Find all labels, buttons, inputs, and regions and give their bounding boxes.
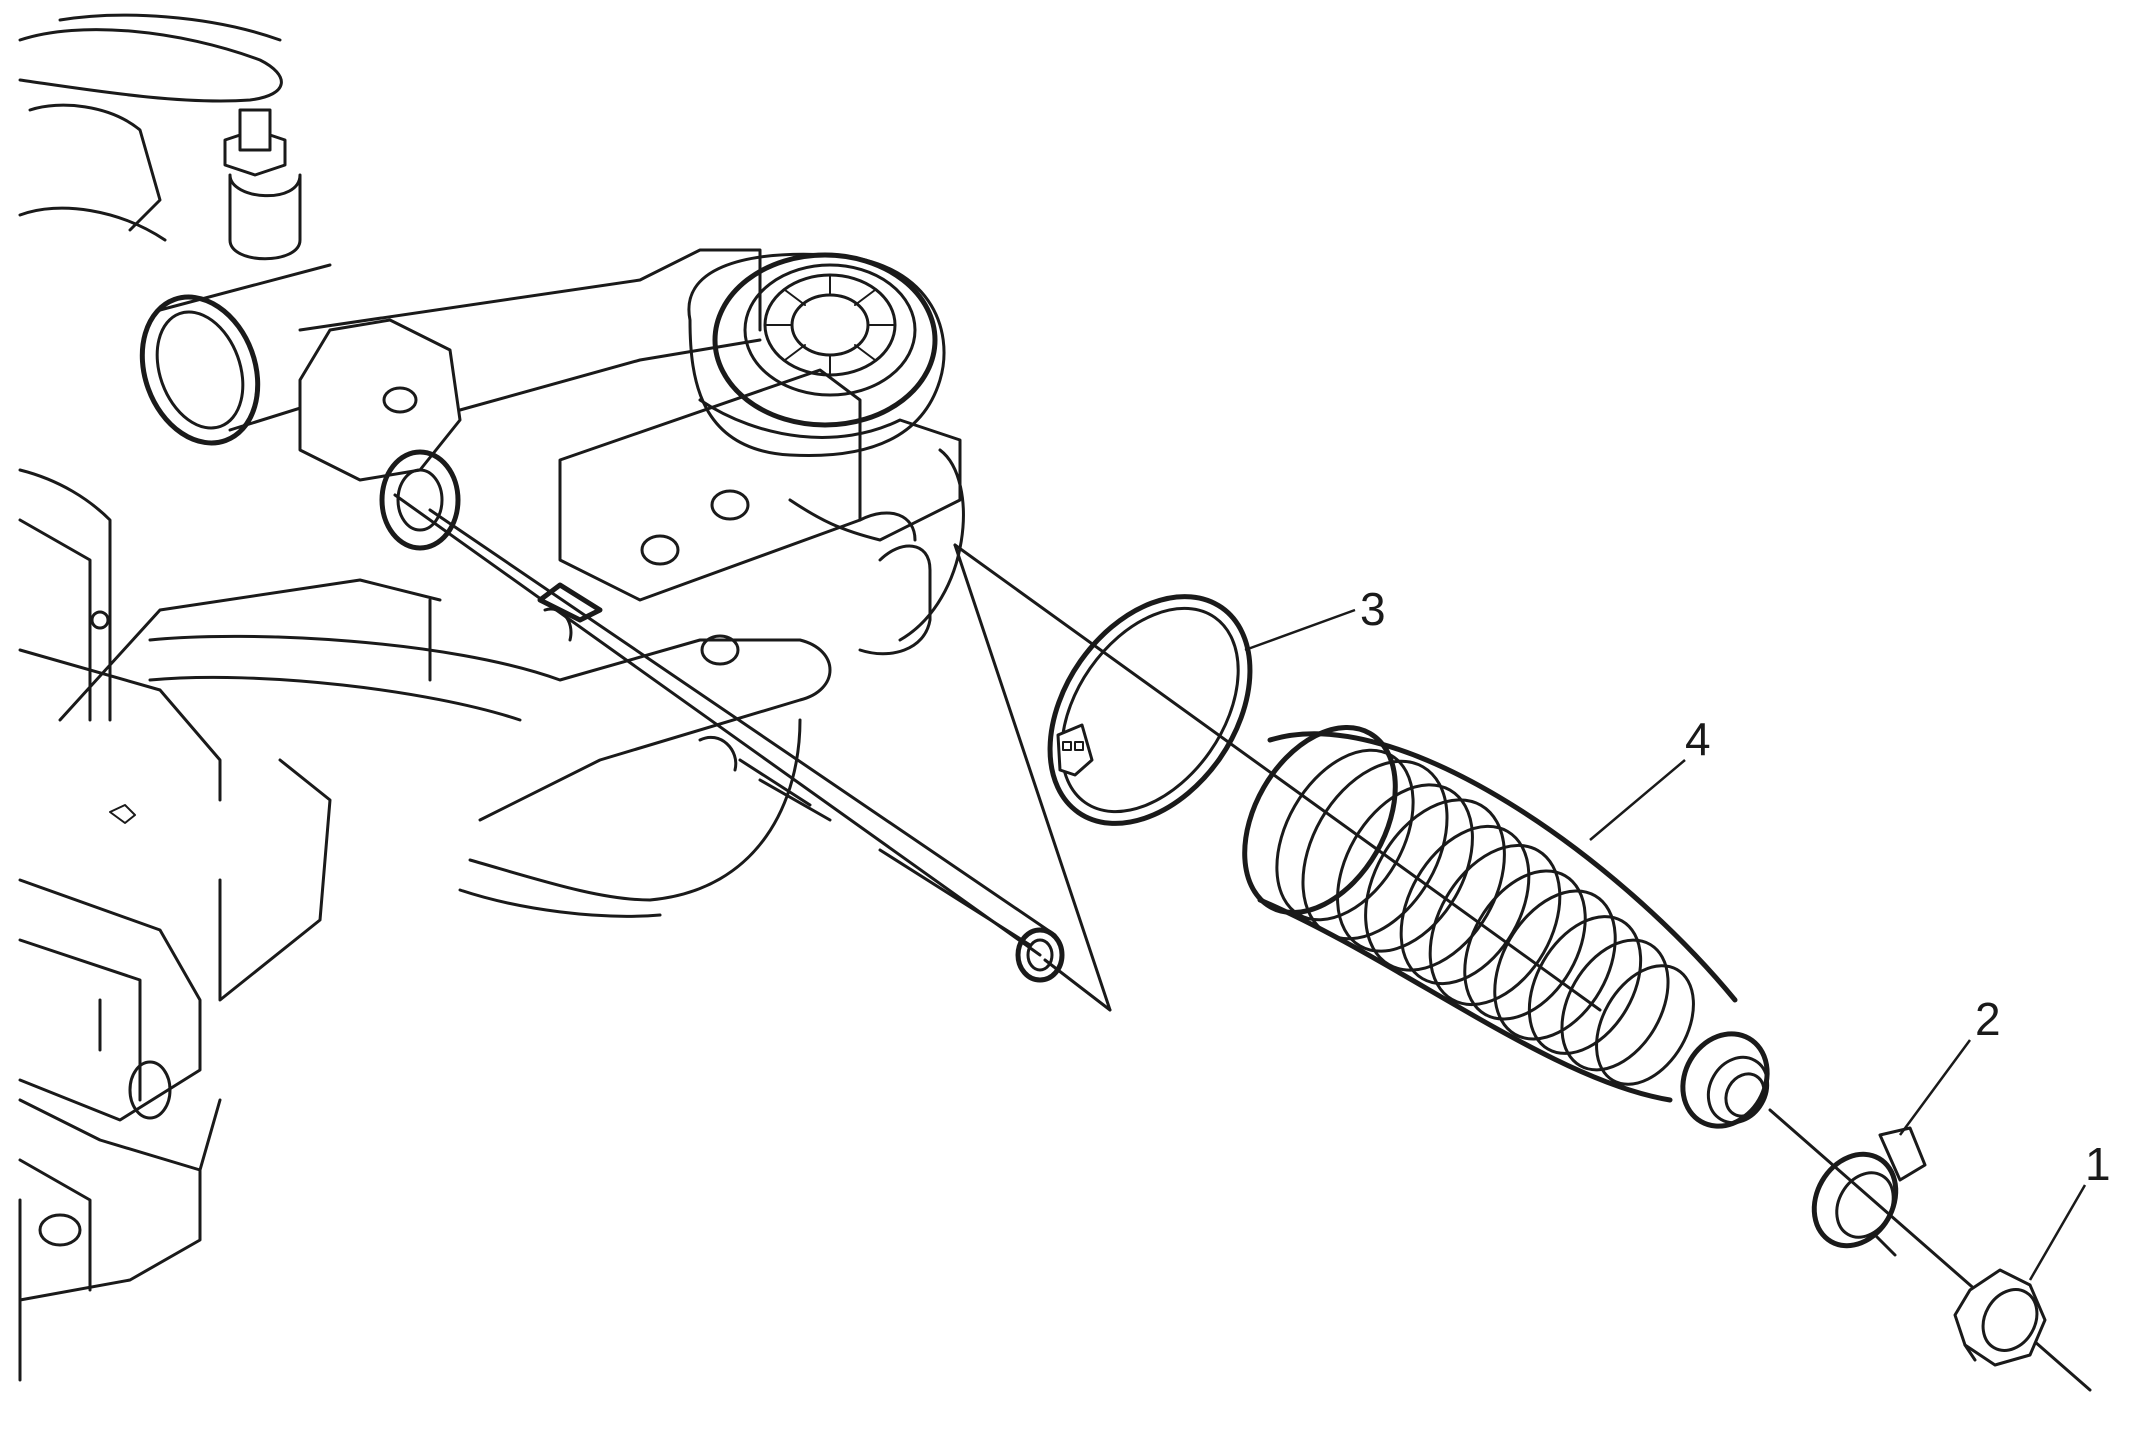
- steering-gear-housing: [18, 13, 965, 1382]
- detail-leader-wedge: [953, 543, 1602, 1012]
- outer-boot-clamp: [1047, 594, 1253, 826]
- inner-boot-clamp: [1811, 1126, 1927, 1257]
- callout-4: 4: [1685, 713, 1711, 765]
- callout-labels: 3 4 2 1: [1360, 583, 2111, 1190]
- jam-nut: [1953, 1268, 2047, 1367]
- leader-2: [1898, 1039, 1972, 1136]
- inner-tie-rod: [393, 493, 1065, 983]
- tie-rod-boot: [1242, 725, 1770, 1129]
- callout-1: 1: [2085, 1138, 2111, 1190]
- callout-leaders: [1244, 608, 2087, 1281]
- callout-2: 2: [1975, 993, 2001, 1045]
- callout-3: 3: [1360, 583, 1386, 635]
- leader-1: [2028, 1184, 2087, 1281]
- leader-3: [1244, 608, 1356, 652]
- assembly-axis: [1768, 1108, 2092, 1392]
- leader-4: [1589, 759, 1686, 841]
